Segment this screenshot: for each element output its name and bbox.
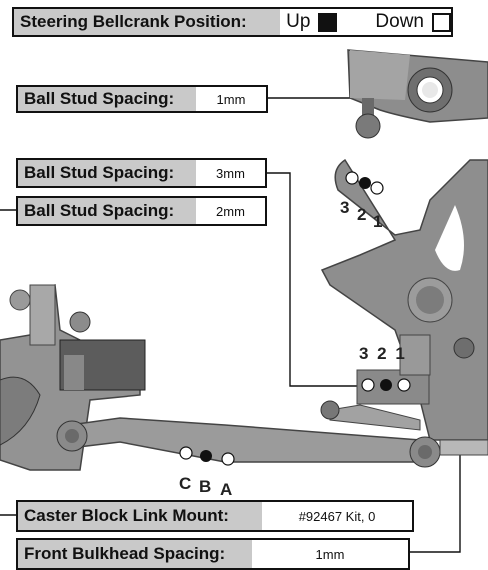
front-bulkhead-spacing: Front Bulkhead Spacing: 1mm [16,538,410,570]
link-hole-A: A [220,480,234,499]
field-label: Caster Block Link Mount: [18,502,262,530]
link-hole-C: C [179,474,193,493]
up-checkbox[interactable] [318,12,338,32]
field-value: 3mm [216,165,245,181]
bellcrank-position-bar: Steering Bellcrank Position: Up Down [12,7,453,37]
bellcrank-position-label: Steering Bellcrank Position: [14,9,281,35]
up-label: Up [286,11,311,32]
field-value: #92467 Kit, 0 [298,508,376,524]
bellcrank-main [320,158,488,441]
ball-stud-spacing-3: Ball Stud Spacing: 2mm [16,196,267,226]
field-value: 2mm [216,203,245,219]
ball-stud-spacing-1: Ball Stud Spacing: 1mm [16,85,268,113]
field-label: Front Bulkhead Spacing: [18,540,252,568]
bellcrank-hole-3: 3 [340,198,351,217]
field-label: Ball Stud Spacing: [18,87,196,111]
bellcrank-hole-2: 2 [357,205,368,224]
steering-link [56,400,488,468]
link-hole-B: B [199,477,213,496]
down-checkbox[interactable] [432,12,451,32]
bellcrank-hole-1: 1 [373,212,384,231]
field-label: Ball Stud Spacing: [18,198,196,224]
caster-block-link-mount: Caster Block Link Mount: #92467 Kit, 0 [16,500,414,532]
down-label: Down [375,11,424,32]
ball-stud-spacing-2: Ball Stud Spacing: 3mm [16,158,267,188]
field-value: 1mm [315,546,345,562]
field-label: Ball Stud Spacing: [18,160,196,186]
field-value: 1mm [216,91,246,107]
hub-assembly [0,283,146,471]
bulkhead-block [356,334,431,405]
bellcrank-top [347,49,488,139]
bulkhead-hole-labels: 3 2 1 [359,344,407,363]
